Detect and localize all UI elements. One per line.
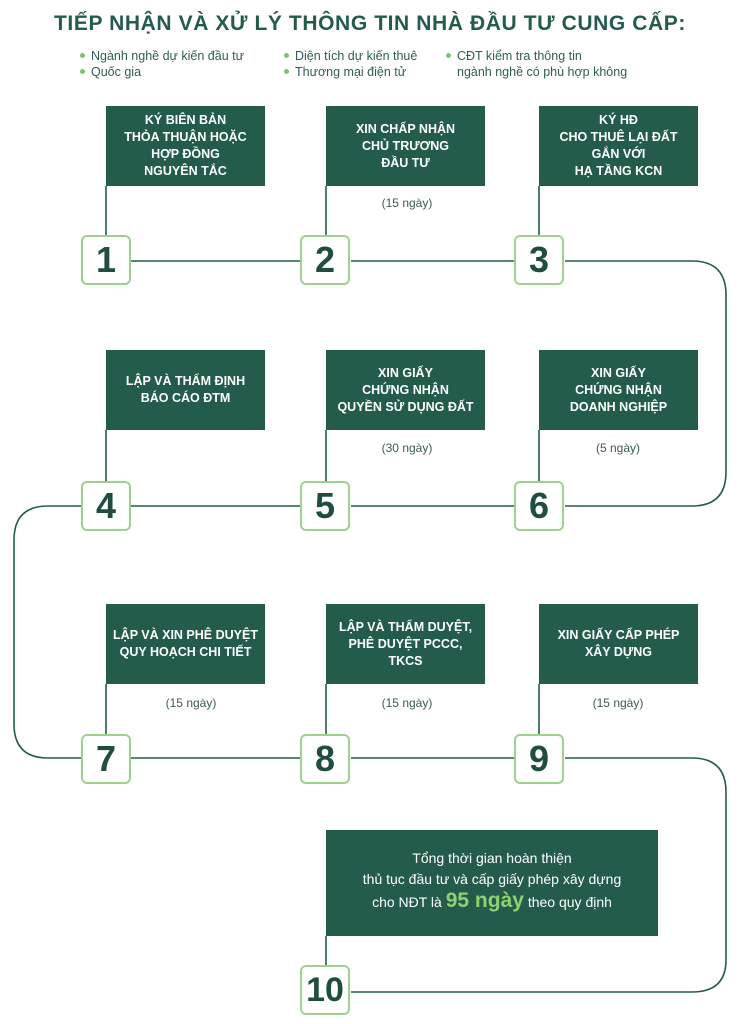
criteria-column-1: Ngành nghề dự kiến đầu tư Quốc gia <box>80 48 244 80</box>
summary-box: Tổng thời gian hoàn thiện thủ tục đầu tư… <box>326 830 658 936</box>
summary-line-2: thủ tục đầu tư và cấp giấy phép xây dựng <box>362 871 622 887</box>
step-9-duration: (15 ngày) <box>592 696 644 710</box>
step-5-number: 5 <box>300 481 350 531</box>
step-8-number: 8 <box>300 734 350 784</box>
step-8-duration: (15 ngày) <box>381 696 433 710</box>
step-7-number: 7 <box>81 734 131 784</box>
criteria-item: Quốc gia <box>80 64 244 80</box>
step-7-duration: (15 ngày) <box>165 696 217 710</box>
path-row-1 <box>131 260 727 507</box>
criteria-item: Diện tích dự kiến thuê <box>284 48 417 64</box>
summary-suffix: theo quy định <box>527 894 612 910</box>
criteria-item-continued: ngành nghề có phù hợp không <box>457 65 628 79</box>
step-1-box: KÝ BIÊN BẢN THỎA THUẬN HOẶC HỢP ĐỒNG NGU… <box>106 106 265 186</box>
path-row-3 <box>131 757 727 993</box>
step-2-number: 2 <box>300 235 350 285</box>
summary-highlight: 95 ngày <box>445 889 524 912</box>
step-2-duration: (15 ngày) <box>381 196 433 210</box>
page-title: TIẾP NHẬN VÀ XỬ LÝ THÔNG TIN NHÀ ĐẦU TƯ … <box>53 12 687 35</box>
criteria-item: Ngành nghề dự kiến đầu tư <box>80 48 244 64</box>
step-8-box: LẬP VÀ THẨM DUYỆT, PHÊ DUYỆT PCCC, TKCS <box>326 604 485 684</box>
summary-prefix: cho NĐT là <box>372 894 442 910</box>
step-9-number: 9 <box>514 734 564 784</box>
criteria-column-2: Diện tích dự kiến thuê Thương mại điện t… <box>284 48 417 80</box>
step-4-number: 4 <box>81 481 131 531</box>
step-2-box: XIN CHẤP NHẬN CHỦ TRƯƠNG ĐẦU TƯ <box>326 106 485 186</box>
step-9-box: XIN GIẤY CẤP PHÉP XÂY DỰNG <box>539 604 698 684</box>
step-5-box: XIN GIẤY CHỨNG NHẬN QUYỀN SỬ DỤNG ĐẤT <box>326 350 485 430</box>
step-6-duration: (5 ngày) <box>595 441 641 455</box>
summary-line-3: cho NĐT là 95 ngày theo quy định <box>326 890 658 913</box>
step-3-number: 3 <box>514 235 564 285</box>
criteria-column-3: CĐT kiểm tra thông tin ngành nghề có phù… <box>446 48 627 80</box>
criteria-item: CĐT kiểm tra thông tin <box>446 48 627 64</box>
step-5-duration: (30 ngày) <box>381 441 433 455</box>
path-row-2 <box>13 505 514 759</box>
step-6-box: XIN GIẤY CHỨNG NHẬN DOANH NGHIỆP <box>539 350 698 430</box>
step-3-box: KÝ HĐ CHO THUÊ LẠI ĐẤT GẮN VỚI HẠ TẦNG K… <box>539 106 698 186</box>
criteria-item: Thương mại điện tử <box>284 64 417 80</box>
step-4-box: LẬP VÀ THẨM ĐỊNH BÁO CÁO ĐTM <box>106 350 265 430</box>
step-6-number: 6 <box>514 481 564 531</box>
step-10-number: 10 <box>300 965 350 1015</box>
step-7-box: LẬP VÀ XIN PHÊ DUYỆT QUY HOẠCH CHI TIẾT <box>106 604 265 684</box>
step-1-number: 1 <box>81 235 131 285</box>
summary-line-1: Tổng thời gian hoàn thiện <box>412 850 572 866</box>
